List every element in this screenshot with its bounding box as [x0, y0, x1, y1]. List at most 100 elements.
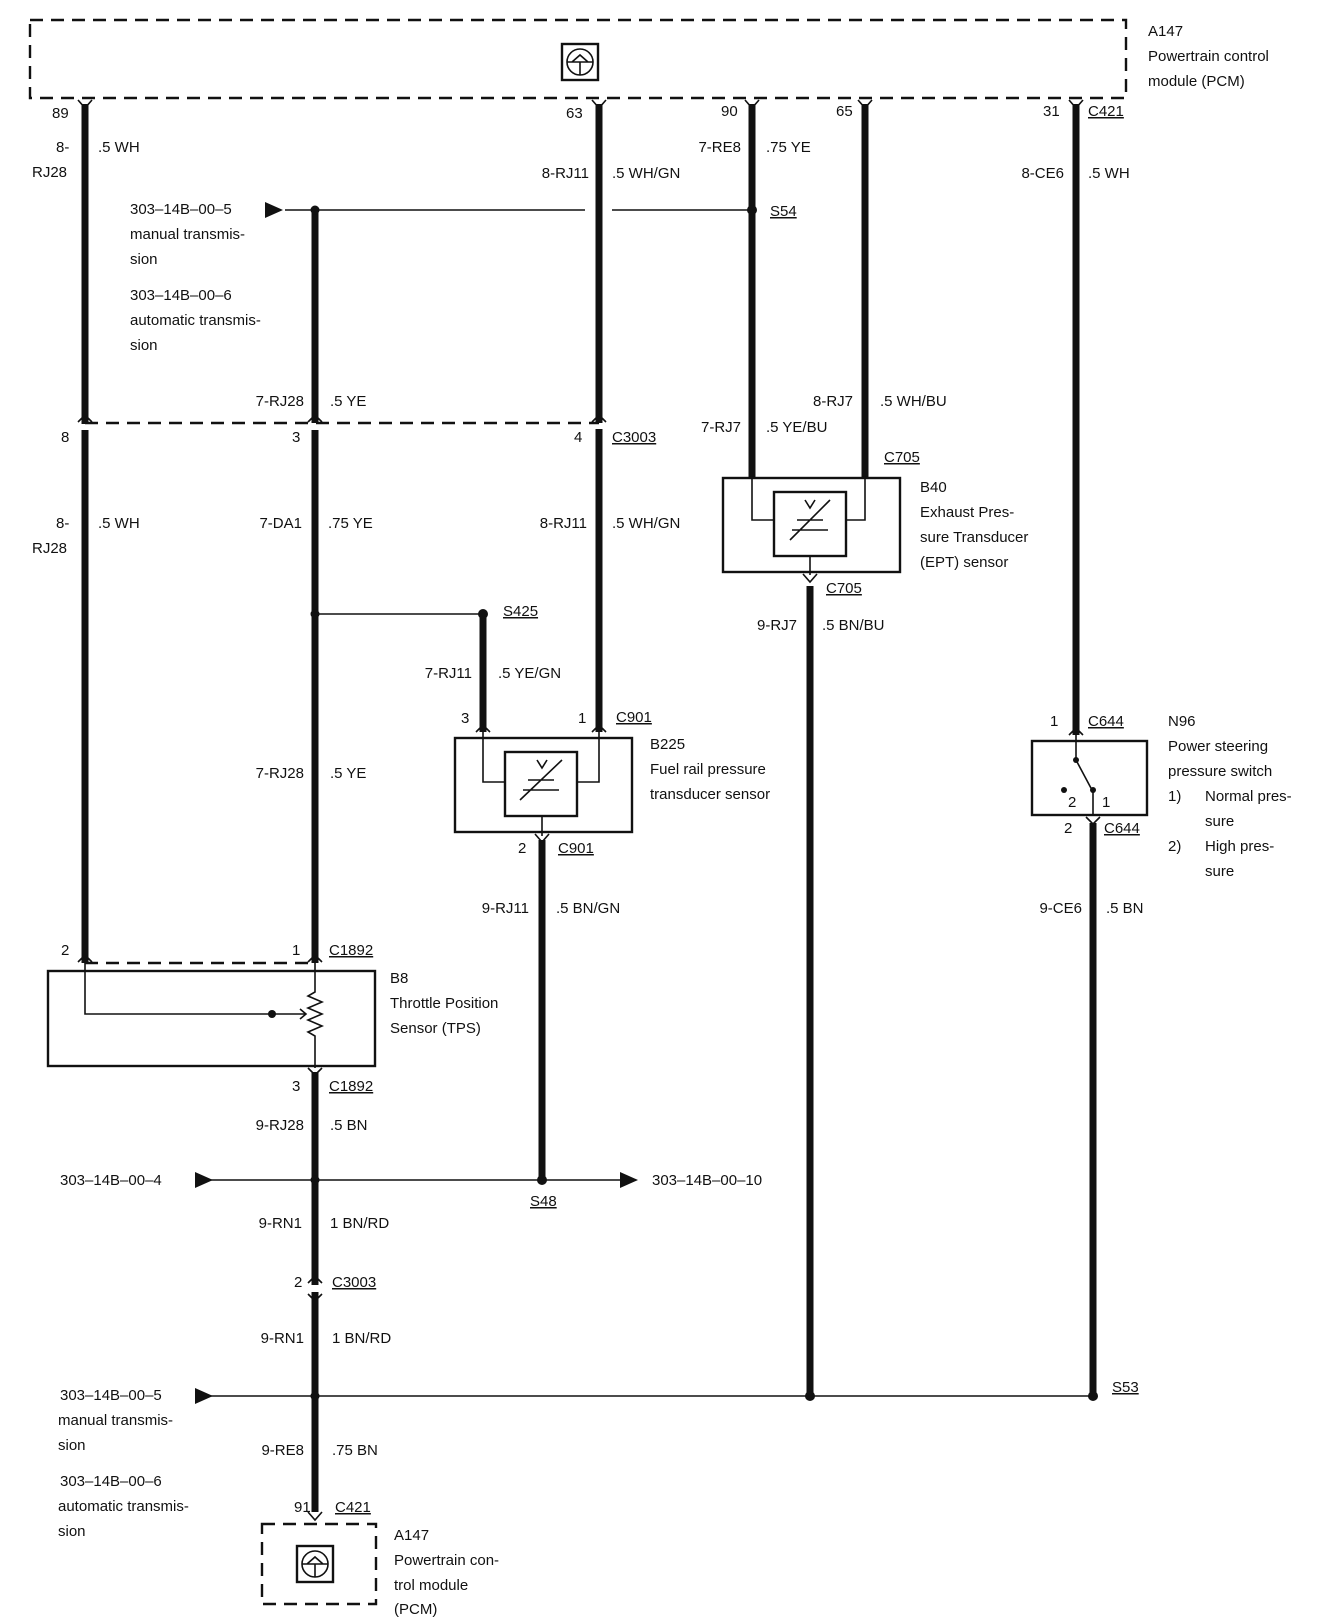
splice-s54: S54 [265, 202, 797, 220]
w1-circuit-1: 8- [56, 139, 69, 156]
connector-c705-top: C705 [884, 449, 920, 466]
w13-circuit: 7-RJ28 [256, 765, 304, 782]
connector-c1892-top: C1892 [329, 942, 373, 959]
psp-note-1-line-2: sure [1205, 813, 1234, 830]
connector-c705-bottom: C705 [826, 580, 862, 597]
splice-s53-label: S53 [1112, 1379, 1139, 1396]
connector-c3003-b-label: C3003 [332, 1274, 376, 1291]
w13-spec: .5 YE [330, 765, 366, 782]
w16-circuit: 9-RJ28 [256, 1117, 304, 1134]
pin-31: 31 [1043, 103, 1060, 120]
w14-spec: .5 BN/GN [556, 900, 620, 917]
psp-pin-2: 2 [1064, 820, 1072, 837]
ref-1-code: 303–14B–00–5 [130, 201, 232, 218]
splice-s48-label: S48 [530, 1193, 557, 1210]
splice-s53: S53 [195, 1379, 1139, 1404]
connector-c421-top: C421 [1088, 103, 1124, 120]
w5-spec: .5 YE [330, 393, 366, 410]
frp-pin-3: 3 [461, 710, 469, 727]
pin-89: 89 [52, 105, 69, 122]
pin-65: 65 [836, 103, 853, 120]
tps-name-2: Sensor (TPS) [390, 1020, 481, 1037]
w15-circuit: 9-CE6 [1039, 900, 1082, 917]
psp-note-2-line-2: sure [1205, 863, 1234, 880]
ref-6-desc-1: automatic transmis- [58, 1498, 189, 1515]
ref-3-code: 303–14B–00–4 [60, 1172, 162, 1189]
connector-c421-bottom: C421 [335, 1499, 371, 1516]
connector-c3003-top: 8 3 4 C3003 [61, 413, 656, 446]
connector-c901-top: C901 [616, 709, 652, 726]
connector-c644-top: C644 [1088, 713, 1124, 730]
frp-id: B225 [650, 736, 685, 753]
pin-4: 4 [574, 429, 582, 446]
psp-switch-pos-2: 2 [1068, 794, 1076, 811]
w7-spec: .5 YE/BU [766, 419, 827, 436]
w12-circuit: 7-RJ11 [425, 665, 472, 682]
w2-spec: .5 WH/GN [612, 165, 680, 182]
ref-5-code: 303–14B–00–5 [60, 1387, 162, 1404]
ept-id: B40 [920, 479, 947, 496]
splice-s48: S48 [195, 1172, 638, 1210]
w4-circuit: 8-CE6 [1021, 165, 1064, 182]
pin-8: 8 [61, 429, 69, 446]
splice-s425: S425 [310, 603, 538, 620]
ref-2-desc-2: sion [130, 337, 158, 354]
w16-spec: .5 BN [330, 1117, 368, 1134]
w12-spec: .5 YE/GN [498, 665, 561, 682]
pcm-top-id: A147 [1148, 23, 1183, 40]
frp-name-1: Fuel rail pressure [650, 761, 766, 778]
w14-circuit: 9-RJ11 [482, 900, 529, 917]
ref-5-desc-1: manual transmis- [58, 1412, 173, 1429]
w3-spec: .75 YE [766, 139, 811, 156]
ref-2-desc-1: automatic transmis- [130, 312, 261, 329]
psp-note-2-num: 2) [1168, 838, 1181, 855]
connector-c1892-bottom: C1892 [329, 1078, 373, 1095]
ept-sensor: C705 B40 Exhaust Pres- sure Transducer (… [721, 449, 1028, 597]
tps-id: B8 [390, 970, 408, 987]
w10-circuit: 8-RJ11 [540, 515, 587, 532]
w15-spec: .5 BN [1106, 900, 1144, 917]
w4-spec: .5 WH [1088, 165, 1130, 182]
psp-switch-pos-1: 1 [1102, 794, 1110, 811]
frp-sensor: 3 1 C901 B225 Fuel rail pressure transdu… [453, 709, 770, 857]
ref-2-code: 303–14B–00–6 [130, 287, 232, 304]
ref-6-desc-2: sion [58, 1523, 86, 1540]
pcm-top-module: A147 Powertrain control module (PCM) [28, 18, 1269, 100]
pcm-bottom-module: 91 C421 A147 Powertrain con- trol module… [260, 1499, 499, 1618]
psp-switch: 1 C644 2 1 2 C644 N96 Power steering pre… [1030, 713, 1292, 880]
wire-labels: 8- RJ28 .5 WH 8-RJ11 .5 WH/GN 7-RE8 .75 … [32, 139, 1144, 1459]
ref-5-desc-2: sion [58, 1437, 86, 1454]
psp-note-1-num: 1) [1168, 788, 1181, 805]
connector-c3003-bottom: 2 C3003 [294, 1274, 376, 1303]
w18-circuit: 9-RN1 [261, 1330, 304, 1347]
w6-spec: .5 WH/BU [880, 393, 947, 410]
pin-90: 90 [721, 103, 738, 120]
psp-note-2-line-1: High pres- [1205, 838, 1274, 855]
pin-63: 63 [566, 105, 583, 122]
tps-name-1: Throttle Position [390, 995, 498, 1012]
w10-spec: .5 WH/GN [612, 515, 680, 532]
w8-circuit-2: RJ28 [32, 540, 67, 557]
w8-circuit-1: 8- [56, 515, 69, 532]
connector-c901-bottom: C901 [558, 840, 594, 857]
ept-name-1: Exhaust Pres- [920, 504, 1014, 521]
cross-references: 303–14B–00–5 manual transmis- sion 303–1… [58, 201, 762, 1540]
w5-circuit: 7-RJ28 [256, 393, 304, 410]
pcm-bottom-name-2: trol module [394, 1577, 468, 1594]
psp-name-2: pressure switch [1168, 763, 1272, 780]
tps-pin-1: 1 [292, 942, 300, 959]
psp-name-1: Power steering [1168, 738, 1268, 755]
pin-91: 91 [294, 1499, 311, 1516]
tps-pin-3: 3 [292, 1078, 300, 1095]
w1-circuit-2: RJ28 [32, 164, 67, 181]
pin-3: 3 [292, 429, 300, 446]
pcm-top-name-1: Powertrain control [1148, 48, 1269, 65]
ept-name-3: (EPT) sensor [920, 554, 1008, 571]
connector-c644-bottom: C644 [1104, 820, 1140, 837]
pcm-bottom-name-3: (PCM) [394, 1601, 437, 1618]
pcm-top-pins: 89 63 90 65 31 C421 [52, 99, 1124, 122]
w6-circuit: 8-RJ7 [813, 393, 853, 410]
ref-6-code: 303–14B–00–6 [60, 1473, 162, 1490]
frp-name-2: transducer sensor [650, 786, 770, 803]
